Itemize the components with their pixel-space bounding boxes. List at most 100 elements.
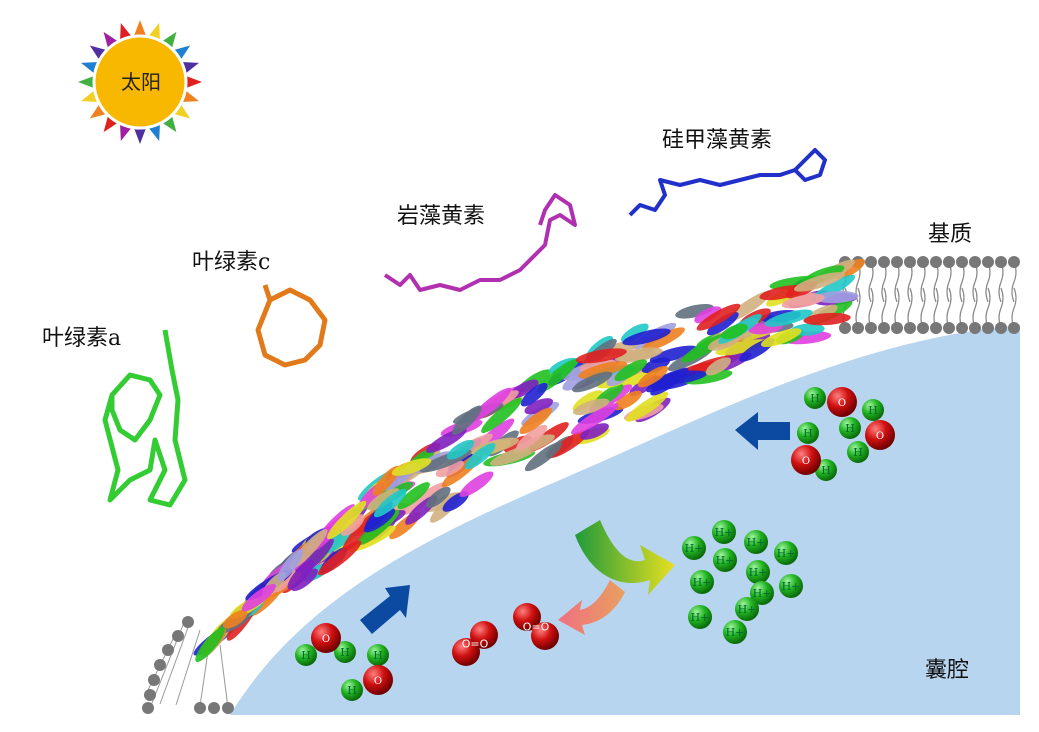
sun-label: 太阳 [121, 70, 161, 94]
water-oxygen-sphere [865, 420, 895, 450]
lipid-head [943, 256, 955, 268]
lipid-tail [894, 261, 900, 329]
water-hydrogen-label: H [803, 427, 813, 440]
water-hydrogen-sphere [847, 441, 869, 463]
water-hydrogen: H [295, 644, 317, 666]
lipid-head [878, 322, 890, 334]
proton: H+ [688, 605, 712, 629]
water-hydrogen-label: H [340, 646, 350, 659]
proton: H+ [682, 536, 706, 560]
water-hydrogen-sphere [334, 641, 356, 663]
water-entry-arrow-right [735, 412, 790, 450]
oxygen-atom [470, 621, 498, 649]
lipid-head [162, 644, 174, 656]
proton-label: H+ [715, 526, 734, 539]
lumen-region [230, 325, 1020, 715]
chlorophyll-a-label: 叶绿素a [42, 326, 122, 351]
water-hydrogen-label: H [810, 392, 820, 405]
water-oxygen: O [791, 445, 821, 475]
lipid-head [1008, 256, 1020, 268]
water-oxygen-label: O [876, 431, 884, 442]
lipid-tail [998, 261, 1004, 329]
water-hydrogen-sphere [815, 459, 837, 481]
water-oxygen-label: O [802, 456, 810, 467]
sun-ray [159, 113, 177, 133]
oxygen-atom [531, 622, 559, 650]
proton-label: H+ [693, 576, 712, 589]
chlorophyll-c-molecule [255, 284, 328, 368]
oxygen-atom [452, 638, 480, 666]
protein-helix [650, 367, 689, 396]
sun-icon [78, 20, 202, 144]
protein-helix [721, 323, 748, 340]
protein-helix [641, 357, 670, 374]
protein-helix [435, 460, 465, 478]
protein-helix [391, 458, 432, 476]
protein-helix [571, 403, 619, 435]
protein-helix [470, 387, 512, 422]
sun-ray [132, 125, 148, 144]
protein-helix [637, 365, 669, 388]
lipid-tail [920, 261, 926, 329]
protein-helix [580, 423, 609, 440]
protein-helix [694, 306, 722, 324]
proton-sphere [750, 581, 774, 605]
protein-helix [340, 514, 365, 536]
sun-ray [89, 45, 109, 63]
protein-helix [614, 359, 647, 382]
water-hydrogen-sphere [839, 417, 861, 439]
water-hydrogen-label: H [347, 684, 357, 697]
proton-label: H+ [726, 626, 745, 639]
lipid-head [969, 256, 981, 268]
water-hydrogen: H [815, 459, 837, 481]
water-hydrogen-label: H [301, 649, 311, 662]
proton-sphere [744, 530, 768, 554]
water-hydrogen-sphere [295, 644, 317, 666]
chlorophyll-a-molecule [102, 329, 188, 508]
protein-helix [794, 272, 845, 292]
proton-sphere [712, 520, 736, 544]
lipid-head [839, 322, 851, 334]
protein-helix [764, 309, 813, 327]
sun-ray [183, 74, 202, 90]
protein-helix [814, 290, 859, 304]
lipid-head [1008, 322, 1020, 334]
oxygen-atom [513, 603, 541, 631]
proton-release-arrow [575, 520, 675, 595]
protein-helix [241, 583, 276, 612]
lumen-label: 囊腔 [925, 658, 970, 683]
lipid-head [878, 256, 890, 268]
proton-label: H+ [716, 554, 735, 567]
proton-sphere [682, 536, 706, 560]
water-hydrogen: H [839, 417, 861, 439]
lipid-tail [959, 261, 965, 329]
proton-sphere [735, 597, 759, 621]
protein-helix [706, 311, 739, 336]
lipid-head [142, 702, 154, 714]
protein-helix [625, 391, 669, 422]
protein-helix [318, 540, 362, 576]
sun-disc [92, 34, 188, 130]
proton-label: H+ [747, 536, 766, 549]
oxygen-molecule: O=O [452, 621, 498, 666]
proton-sphere [723, 620, 747, 644]
water-oxygen: O [311, 623, 341, 653]
lipid-head [144, 689, 156, 701]
sun-ray [103, 113, 121, 133]
water-hydrogen: H [847, 441, 869, 463]
lipid-head [865, 322, 877, 334]
proton-sphere [688, 605, 712, 629]
lipid-head [891, 322, 903, 334]
proton: H+ [712, 520, 736, 544]
protein-helix [705, 357, 731, 376]
lipid-head [995, 256, 1007, 268]
diatoxanthin-label: 硅甲藻黄素 [662, 128, 773, 153]
lipid-head [982, 322, 994, 334]
proton-label: H+ [753, 587, 772, 600]
protein-helix [578, 361, 628, 379]
lipid-head [148, 674, 160, 686]
water-hydrogen-sphere [341, 679, 363, 701]
lipid-head [943, 322, 955, 334]
lipid-head [222, 702, 234, 714]
